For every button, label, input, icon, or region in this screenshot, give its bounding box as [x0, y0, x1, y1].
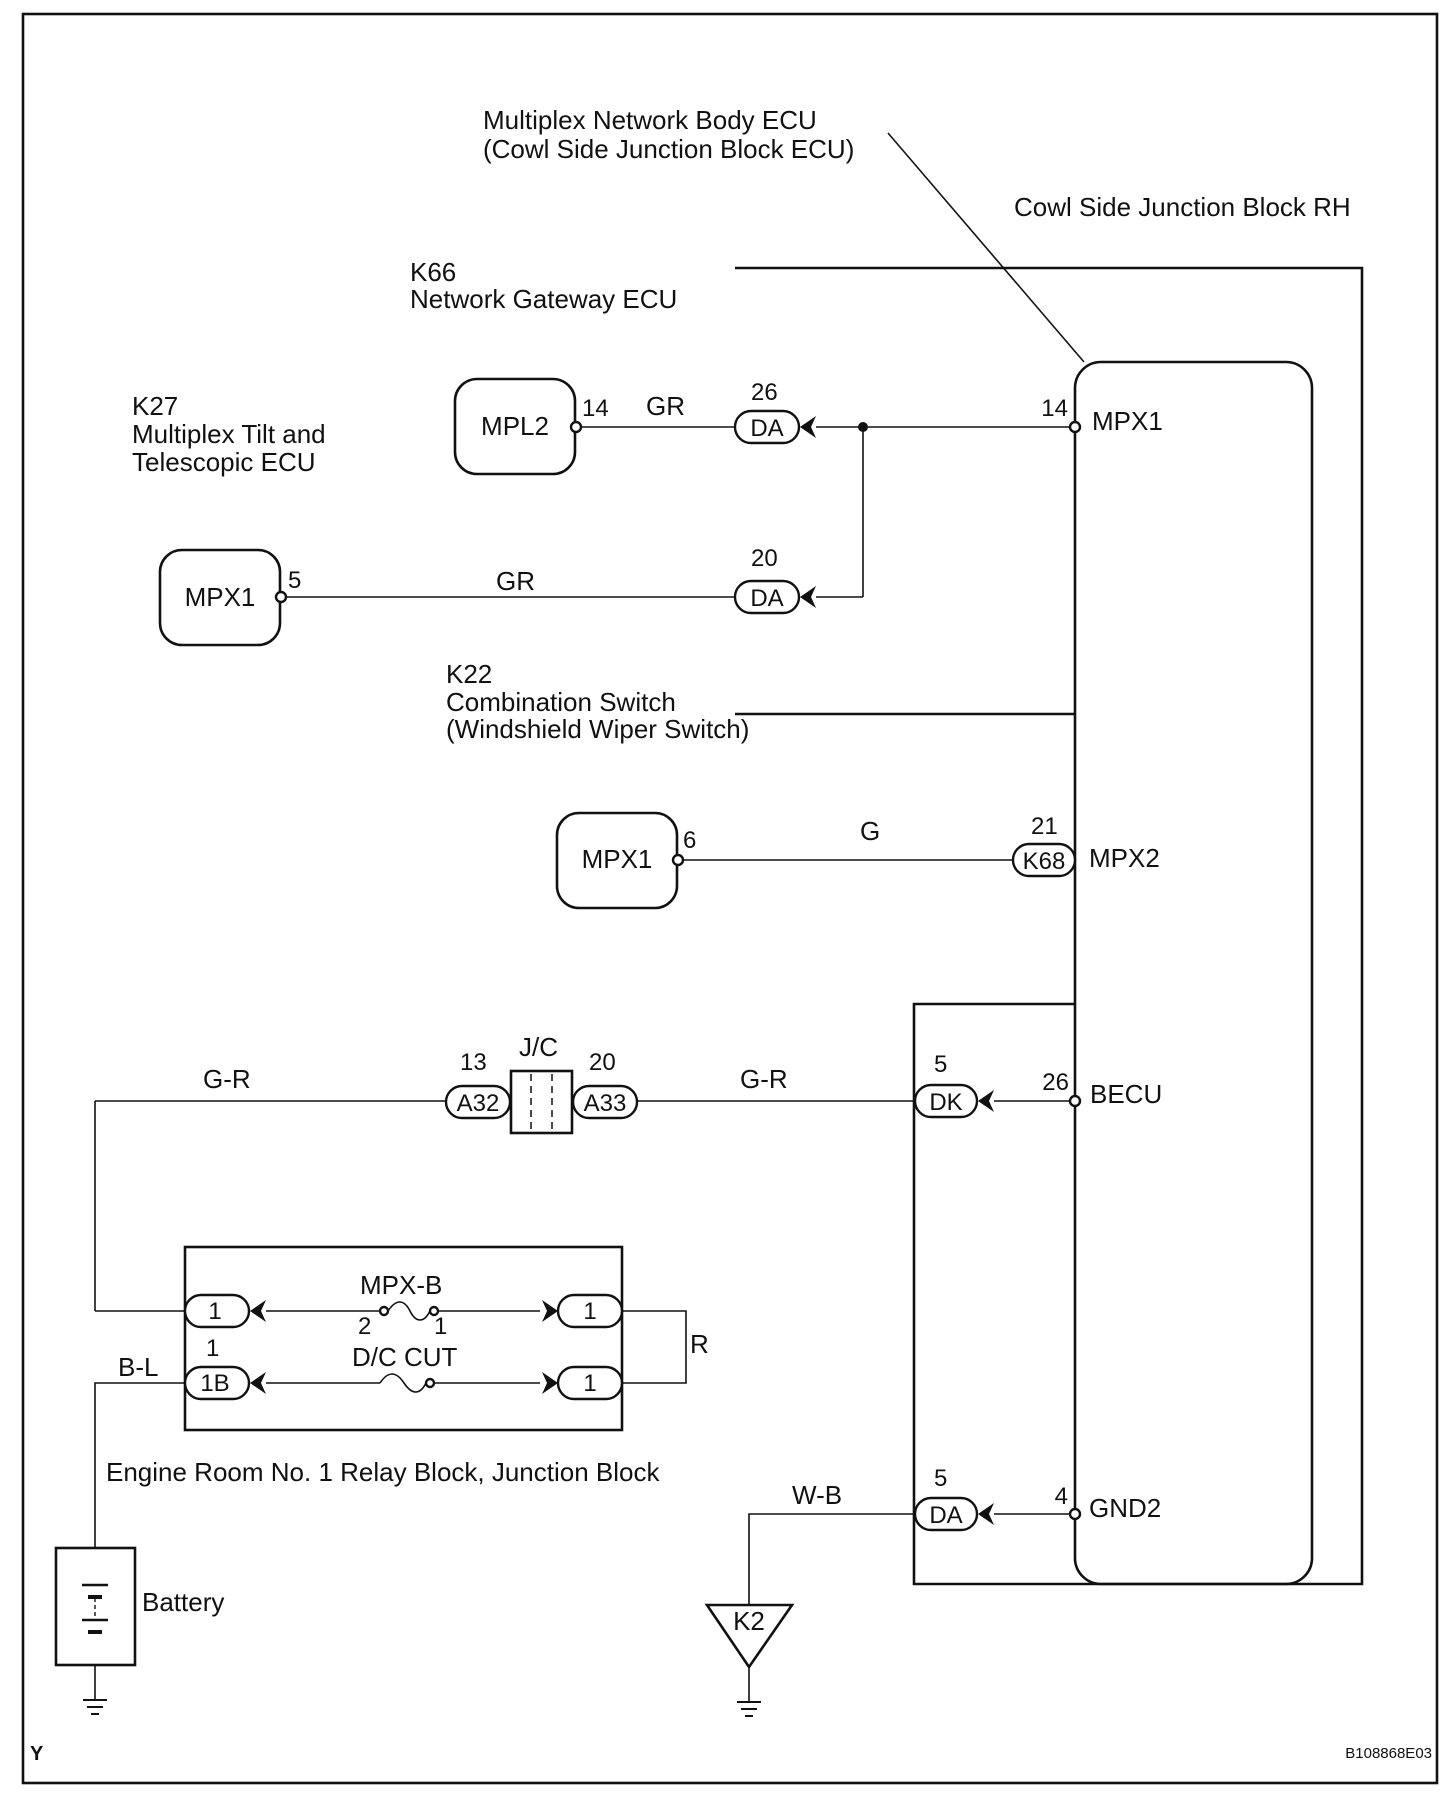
- ground-k2-label: K2: [733, 1606, 765, 1636]
- da5-pin: 5: [934, 1465, 947, 1492]
- mpx-b-fuse-terminal-left: [378, 1305, 390, 1317]
- da20-pin: 20: [751, 545, 778, 572]
- wire-color-gr-top: GR: [646, 391, 685, 421]
- k22-code: K22: [446, 659, 492, 689]
- k27-name-line1: Multiplex Tilt and: [132, 419, 326, 449]
- wire-color-r: R: [690, 1329, 709, 1359]
- mpx-b-pin-right: 1: [434, 1313, 447, 1340]
- figure-id: B108868E03: [1345, 1745, 1432, 1762]
- mpx-b-pin-left: 2: [358, 1313, 371, 1340]
- relay-left-bottom-code: 1B: [200, 1370, 229, 1397]
- diagram-frame: [21, 12, 1439, 1785]
- a33-connector: [571, 1084, 639, 1120]
- relay-left-top-connector: [183, 1293, 251, 1329]
- mpx1-pin: 14: [1041, 395, 1068, 422]
- mpl2-pin: 14: [582, 395, 609, 422]
- relay-right-bottom-code: 1: [583, 1370, 596, 1397]
- k68-connector: [1011, 842, 1077, 878]
- wire-color-g: G: [860, 816, 880, 846]
- relay-right-top-arrow: [542, 1300, 558, 1322]
- k22-mpx1-label: MPX1: [582, 844, 653, 874]
- mpx2-pin: 21: [1031, 813, 1058, 840]
- wire-color-gr-right: G-R: [740, 1064, 788, 1094]
- wire-color-b-l: B-L: [118, 1352, 158, 1382]
- k27-code: K27: [132, 391, 178, 421]
- k22-name-line2: (Windshield Wiper Switch): [446, 714, 749, 744]
- jc-label: J/C: [519, 1032, 558, 1062]
- body-ecu-outline: [1073, 360, 1314, 1586]
- mpx2-terminal-label: MPX2: [1089, 843, 1160, 873]
- k22-mpx1-terminal: [671, 853, 685, 867]
- da20-code: DA: [750, 585, 783, 612]
- jc-block: [509, 1069, 574, 1135]
- da26-code: DA: [750, 415, 783, 442]
- k27-mpx1-label: MPX1: [185, 582, 256, 612]
- relay-right-top-code: 1: [583, 1298, 596, 1325]
- relay-block-outline: [183, 1245, 624, 1432]
- corner-mark: Y: [30, 1743, 44, 1765]
- a32-pin: 13: [460, 1049, 487, 1076]
- battery-label: Battery: [142, 1587, 224, 1617]
- becu-terminal: [1068, 1094, 1082, 1108]
- wire-color-gr-left: G-R: [203, 1064, 251, 1094]
- a32-connector: [444, 1084, 512, 1120]
- dk5-pin: 5: [934, 1051, 947, 1078]
- relay-left-bottom-pin: 1: [206, 1335, 219, 1362]
- da26-connector: [733, 409, 801, 445]
- mpl2-terminal: [569, 420, 583, 434]
- relay-left-bottom-arrow: [250, 1372, 266, 1394]
- k22-name-line1: Combination Switch: [446, 687, 676, 717]
- da5-code: DA: [929, 1502, 962, 1529]
- dc-cut-fuse-terminal: [424, 1377, 436, 1389]
- da20-connector: [733, 579, 801, 615]
- cowl-junction-block-outline: [735, 266, 1364, 1586]
- dk5-connector: [913, 1083, 979, 1119]
- a33-pin: 20: [589, 1049, 616, 1076]
- ground-k2-icon: [704, 1603, 795, 1670]
- wire-color-gr-mid: GR: [496, 566, 535, 596]
- k66-name: Network Gateway ECU: [410, 284, 677, 314]
- wire-color-w-b: W-B: [792, 1480, 842, 1510]
- relay-left-top-arrow: [250, 1300, 266, 1322]
- da20-mating-arrow: [800, 586, 816, 608]
- gnd2-pin: 4: [1055, 1483, 1068, 1510]
- a33-code: A33: [584, 1090, 627, 1117]
- mpx-b-fuse-icon: [387, 1301, 431, 1321]
- k27-mpx1-terminal: [274, 590, 288, 604]
- mpl2-label: MPL2: [481, 411, 549, 441]
- a32-code: A32: [457, 1090, 500, 1117]
- da26-mating-arrow: [800, 416, 816, 438]
- dc-cut-fuse-label: D/C CUT: [352, 1342, 458, 1372]
- becu-pin: 26: [1042, 1069, 1069, 1096]
- da26-pin: 26: [751, 379, 778, 406]
- dk5-code: DK: [929, 1089, 962, 1116]
- leader-line: [887, 132, 1085, 363]
- becu-terminal-label: BECU: [1090, 1079, 1162, 1109]
- k22-mpx1-pin: 6: [683, 827, 696, 854]
- relay-right-bottom-arrow: [542, 1372, 558, 1394]
- gnd2-terminal: [1068, 1507, 1082, 1521]
- dc-cut-fuse-icon: [379, 1373, 427, 1393]
- mpx-b-fuse-label: MPX-B: [360, 1270, 442, 1300]
- da5-mating-arrow: [978, 1503, 994, 1525]
- dk5-mating-arrow: [978, 1090, 994, 1112]
- wire-w-b: [748, 1513, 915, 1605]
- gnd2-terminal-label: GND2: [1089, 1493, 1161, 1523]
- engine-room-block-label: Engine Room No. 1 Relay Block, Junction …: [106, 1457, 660, 1487]
- k66-code: K66: [410, 257, 456, 287]
- cowl-rh-label: Cowl Side Junction Block RH: [1014, 192, 1351, 222]
- body-ecu-label: Multiplex Network Body ECU: [483, 105, 817, 135]
- k27-mpx1-pin: 5: [288, 567, 301, 594]
- relay-left-top-code: 1: [208, 1298, 221, 1325]
- mpx1-terminal: [1068, 420, 1082, 434]
- wire-b-l: [94, 1382, 186, 1548]
- k68-code: K68: [1023, 848, 1066, 875]
- mpx1-terminal-label: MPX1: [1092, 406, 1163, 436]
- wire-r-bridge: [622, 1310, 687, 1384]
- body-ecu-sublabel: (Cowl Side Junction Block ECU): [483, 134, 854, 164]
- k27-name-line2: Telescopic ECU: [132, 447, 316, 477]
